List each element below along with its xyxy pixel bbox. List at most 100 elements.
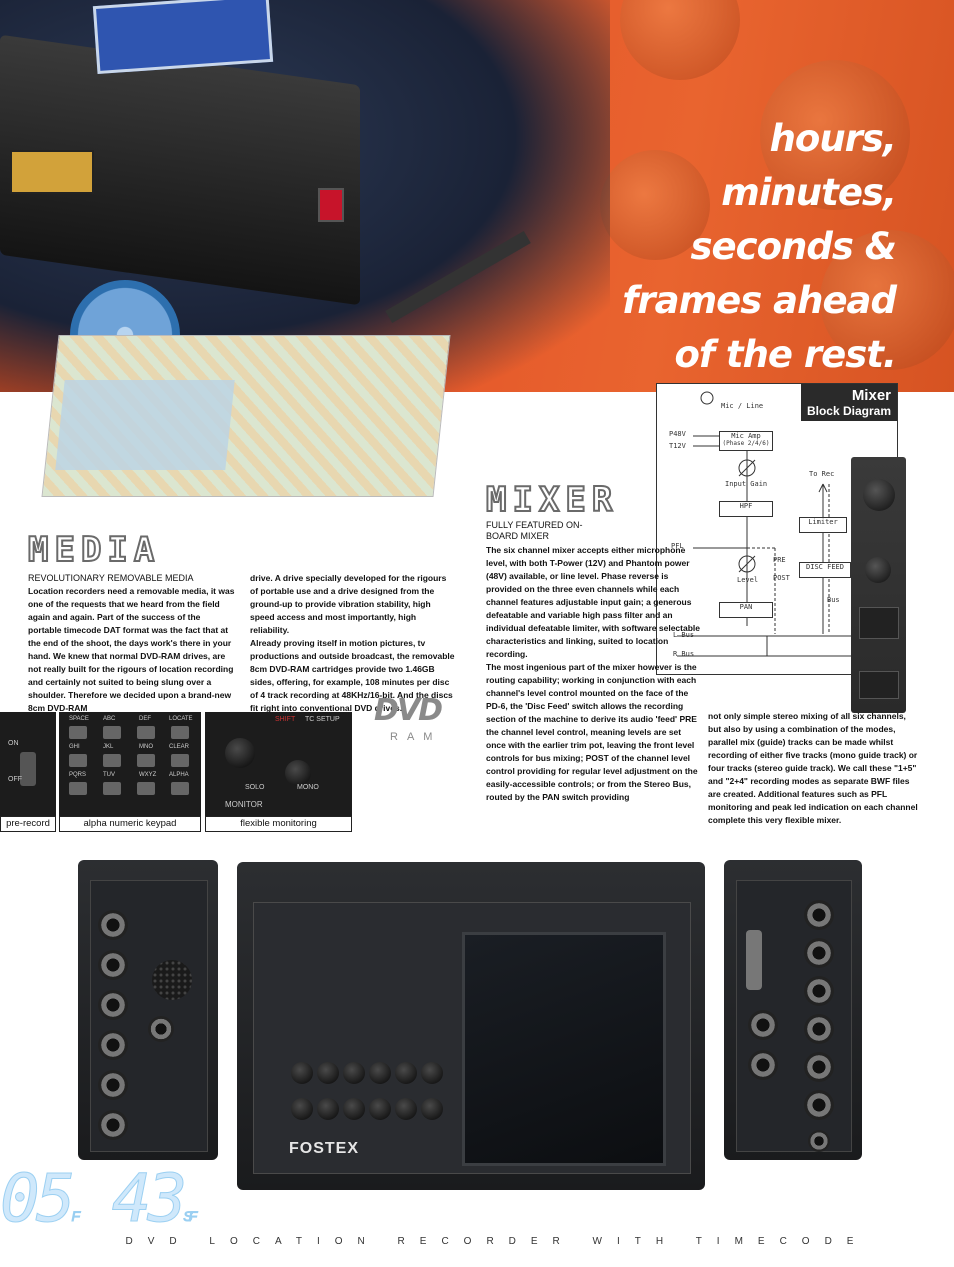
timecode-sf: SF xyxy=(183,1208,198,1225)
mixer-text-col1b: The most ingenious part of the mixer how… xyxy=(486,662,698,802)
keypad-key xyxy=(137,782,155,795)
media-text-col1: Location recorders need a removable medi… xyxy=(28,586,235,713)
keypad-key xyxy=(137,726,155,739)
mixer-text-col1: The six channel mixer accepts either mic… xyxy=(486,544,700,804)
monitor-knob-graphic xyxy=(285,760,311,786)
media-heading: MEDIA xyxy=(27,529,161,571)
r-bus-label: R Bus xyxy=(673,650,695,658)
xlr-connector-graphic xyxy=(98,950,128,980)
level-label: Level xyxy=(737,576,759,584)
limiter-label: Limiter xyxy=(808,518,838,526)
key-label: SPACE xyxy=(69,716,89,722)
left-side-panel-photo xyxy=(78,860,218,1160)
ram-logo-text: RAM xyxy=(390,731,442,743)
headline-line: frames ahead xyxy=(622,279,897,322)
key-label: ALPHA xyxy=(169,772,189,778)
xlr-connector-graphic xyxy=(804,938,834,968)
pre-record-photo: ON OFF xyxy=(0,712,56,816)
t12v-label: T12V xyxy=(669,442,686,450)
to-rec-label: To Rec xyxy=(809,470,835,478)
map-sea xyxy=(55,380,235,470)
media-subheading: REVOLUTIONARY REMOVABLE MEDIA xyxy=(28,573,194,583)
keypad-key xyxy=(171,754,189,767)
headline-line: minutes, xyxy=(721,171,897,214)
switch-on-label: ON xyxy=(8,740,19,747)
media-text-col2a: drive. A drive specially developed for t… xyxy=(250,573,447,635)
keypad-key xyxy=(103,754,121,767)
mixer-text-col1a: The six channel mixer accepts either mic… xyxy=(486,545,700,659)
timecode-display: 05F 43SF xyxy=(0,1160,198,1238)
pfl-label: PFL xyxy=(671,542,684,550)
mic-amp-label: Mic Amp xyxy=(731,432,761,440)
caption-monitoring: flexible monitoring xyxy=(205,816,352,832)
keypad-key xyxy=(137,754,155,767)
mic-line-label: Mic / Line xyxy=(721,402,764,410)
mixer-subheading: FULLY FEATURED ON- BOARD MIXER xyxy=(486,520,583,542)
headphone-jack-graphic xyxy=(148,1016,174,1042)
xlr-connector-graphic xyxy=(98,1110,128,1140)
headline-line: seconds & xyxy=(690,225,897,268)
monitoring-photo: SHIFT TC SETUP SOLO MONO MONITOR xyxy=(205,712,352,816)
channel-knob-graphic xyxy=(317,1062,339,1084)
channel-knob-graphic xyxy=(369,1062,391,1084)
record-button-graphic xyxy=(318,188,344,222)
key-label: PQRS xyxy=(69,772,87,778)
channel-knob-graphic xyxy=(291,1098,313,1120)
keypad-key xyxy=(69,726,87,739)
pan-label: PAN xyxy=(739,603,753,611)
background-knob-graphic xyxy=(620,0,740,80)
key-label: DEF xyxy=(139,716,151,722)
disc-feed-label: DISC FEED xyxy=(806,563,844,571)
xlr-connector-graphic xyxy=(98,990,128,1020)
timecode-f: F xyxy=(71,1208,80,1225)
shift-label: SHIFT xyxy=(275,716,296,723)
xlr-connector-graphic xyxy=(748,1010,778,1040)
channel-knob-graphic xyxy=(421,1098,443,1120)
solo-label: SOLO xyxy=(245,784,265,791)
mixer-subheading-line2: BOARD MIXER xyxy=(486,531,550,541)
key-label: TUV xyxy=(103,772,115,778)
keypad-key xyxy=(103,726,121,739)
keypad-key xyxy=(69,782,87,795)
lcd-screen-graphic xyxy=(462,932,666,1166)
dvd-logo-text: DVD xyxy=(374,693,443,728)
xlr-connector-graphic xyxy=(804,1014,834,1044)
p48v-label: P48V xyxy=(669,430,686,438)
xlr-connector-graphic xyxy=(804,900,834,930)
caption-keypad: alpha numeric keypad xyxy=(59,816,201,832)
media-text-col2: drive. A drive specially developed for t… xyxy=(250,572,456,715)
mic-amp-box: Mic Amp (Phase 2/4/6) xyxy=(719,431,773,451)
diagram-title-text: Mixer xyxy=(851,387,891,404)
key-label: JKL xyxy=(103,744,114,750)
channel-knob-graphic xyxy=(421,1062,443,1084)
recorder-display xyxy=(10,150,94,194)
level-knob-graphic xyxy=(865,557,891,583)
timecode-frames: 05 xyxy=(0,1160,76,1238)
channel-knob-graphic xyxy=(317,1098,339,1120)
right-side-panel-photo xyxy=(724,860,862,1160)
mixer-subheading-line1: FULLY FEATURED ON- xyxy=(486,520,583,530)
keypad-key xyxy=(171,726,189,739)
gain-knob-graphic xyxy=(863,479,895,511)
timecode-subframes: 43 xyxy=(111,1160,188,1238)
keypad-key xyxy=(69,754,87,767)
mono-label: MONO xyxy=(297,784,319,791)
channel-knob-graphic xyxy=(343,1098,365,1120)
post-label: POST xyxy=(773,574,790,582)
channel-knob-graphic xyxy=(343,1062,365,1084)
dsub-connector-graphic xyxy=(746,930,762,990)
monitor-label: MONITOR xyxy=(225,800,263,809)
key-label: MNO xyxy=(139,744,153,750)
tc-setup-label: TC SETUP xyxy=(305,716,340,723)
feature-thumbnails: ON OFF pre-record SPACE ABC DEF LOCATE G… xyxy=(0,712,352,832)
channel-knob-graphic xyxy=(395,1098,417,1120)
background-knob-graphic xyxy=(760,60,910,210)
speaker-grille xyxy=(152,960,192,1000)
hero-banner: hours, minutes, seconds & frames ahead o… xyxy=(0,0,954,392)
key-label: GHI xyxy=(69,744,80,750)
xlr-connector-graphic xyxy=(98,1030,128,1060)
mixer-heading: MIXER xyxy=(485,479,619,521)
headline: hours, minutes, seconds & frames ahead o… xyxy=(476,112,897,382)
dvd-ram-logo: DVD RAM xyxy=(370,693,460,743)
headline-line: of the rest. xyxy=(674,333,897,376)
